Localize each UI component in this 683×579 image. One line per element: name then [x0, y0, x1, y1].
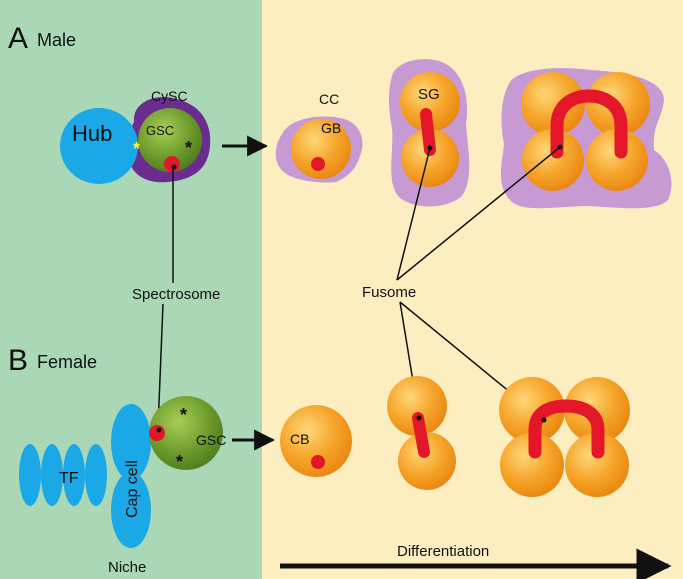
fusome-female-4cell [528, 399, 605, 459]
yellow-asterisk: * [133, 139, 140, 159]
female-2cell-bottom [398, 432, 456, 490]
fusome-line-sg [396, 147, 431, 281]
gsc-cell-male [138, 108, 202, 172]
gb-label: GB [321, 120, 341, 136]
female-4cell-bl [500, 433, 564, 497]
female-4cell-br [565, 433, 629, 497]
cysc-label: CySC [151, 88, 188, 104]
spectrosome-line-female [157, 303, 164, 429]
fusome-label: Fusome [362, 284, 416, 301]
niche-label: Niche [108, 559, 146, 576]
black-asterisk-female-top: * [180, 405, 187, 425]
tf-cell-2 [41, 444, 63, 506]
spectrosome-label: Spectrosome [132, 286, 220, 303]
black-asterisk-male: * [185, 138, 192, 158]
spectrosome-female [149, 425, 165, 441]
tf-label: TF [59, 470, 79, 487]
panel-a-letter: A [8, 22, 28, 55]
cb-label: CB [290, 431, 309, 447]
tf-cell-1 [19, 444, 41, 506]
fusome-female-4cell-dot [541, 417, 547, 423]
cc-label: CC [319, 91, 339, 107]
fusome-line-4cell-male [396, 146, 561, 281]
black-asterisk-female-bottom: * [176, 452, 183, 472]
tf-cell-4 [85, 444, 107, 506]
hub-label: Hub [72, 121, 112, 146]
gonialblast-cell [291, 119, 351, 179]
panel-b-title: Female [37, 352, 97, 372]
fusome-female-2cell [412, 412, 430, 458]
cyst-cell-4-bl [522, 129, 584, 191]
sg-label: SG [418, 86, 440, 103]
gsc-label-male: GSC [146, 123, 174, 138]
sg-cell-top [400, 72, 460, 132]
panel-b-letter: B [8, 344, 28, 377]
tf-cell-3 [63, 444, 85, 506]
cystoblast-cell [280, 405, 352, 477]
gsc-label-female: GSC [196, 432, 226, 448]
female-4cell-tl [499, 377, 565, 443]
cap-cell-label: Cap cell [124, 460, 141, 518]
panel-a-title: Male [37, 30, 76, 50]
female-2cell-top [387, 376, 447, 436]
cyst-cell-4-tl [521, 72, 585, 136]
hub-cell [60, 108, 138, 184]
spectrosome-female-dot [156, 427, 162, 433]
fusome-sg [420, 108, 436, 156]
gsc-cell-female [149, 396, 223, 470]
differentiation-label: Differentiation [397, 543, 489, 560]
spectrosome-cb [311, 455, 325, 469]
spectrosome-gb [311, 157, 325, 171]
sg-cell-bottom [401, 129, 459, 187]
cap-cell-bottom [111, 472, 151, 548]
cap-cell-top [111, 404, 151, 480]
fusome-4cell-male [550, 89, 628, 159]
spectrosome-male [164, 156, 180, 172]
female-4cell-tr [564, 377, 630, 443]
fusome-female-2cell-dot [416, 415, 422, 421]
cyst-cell-4-br [586, 129, 648, 191]
